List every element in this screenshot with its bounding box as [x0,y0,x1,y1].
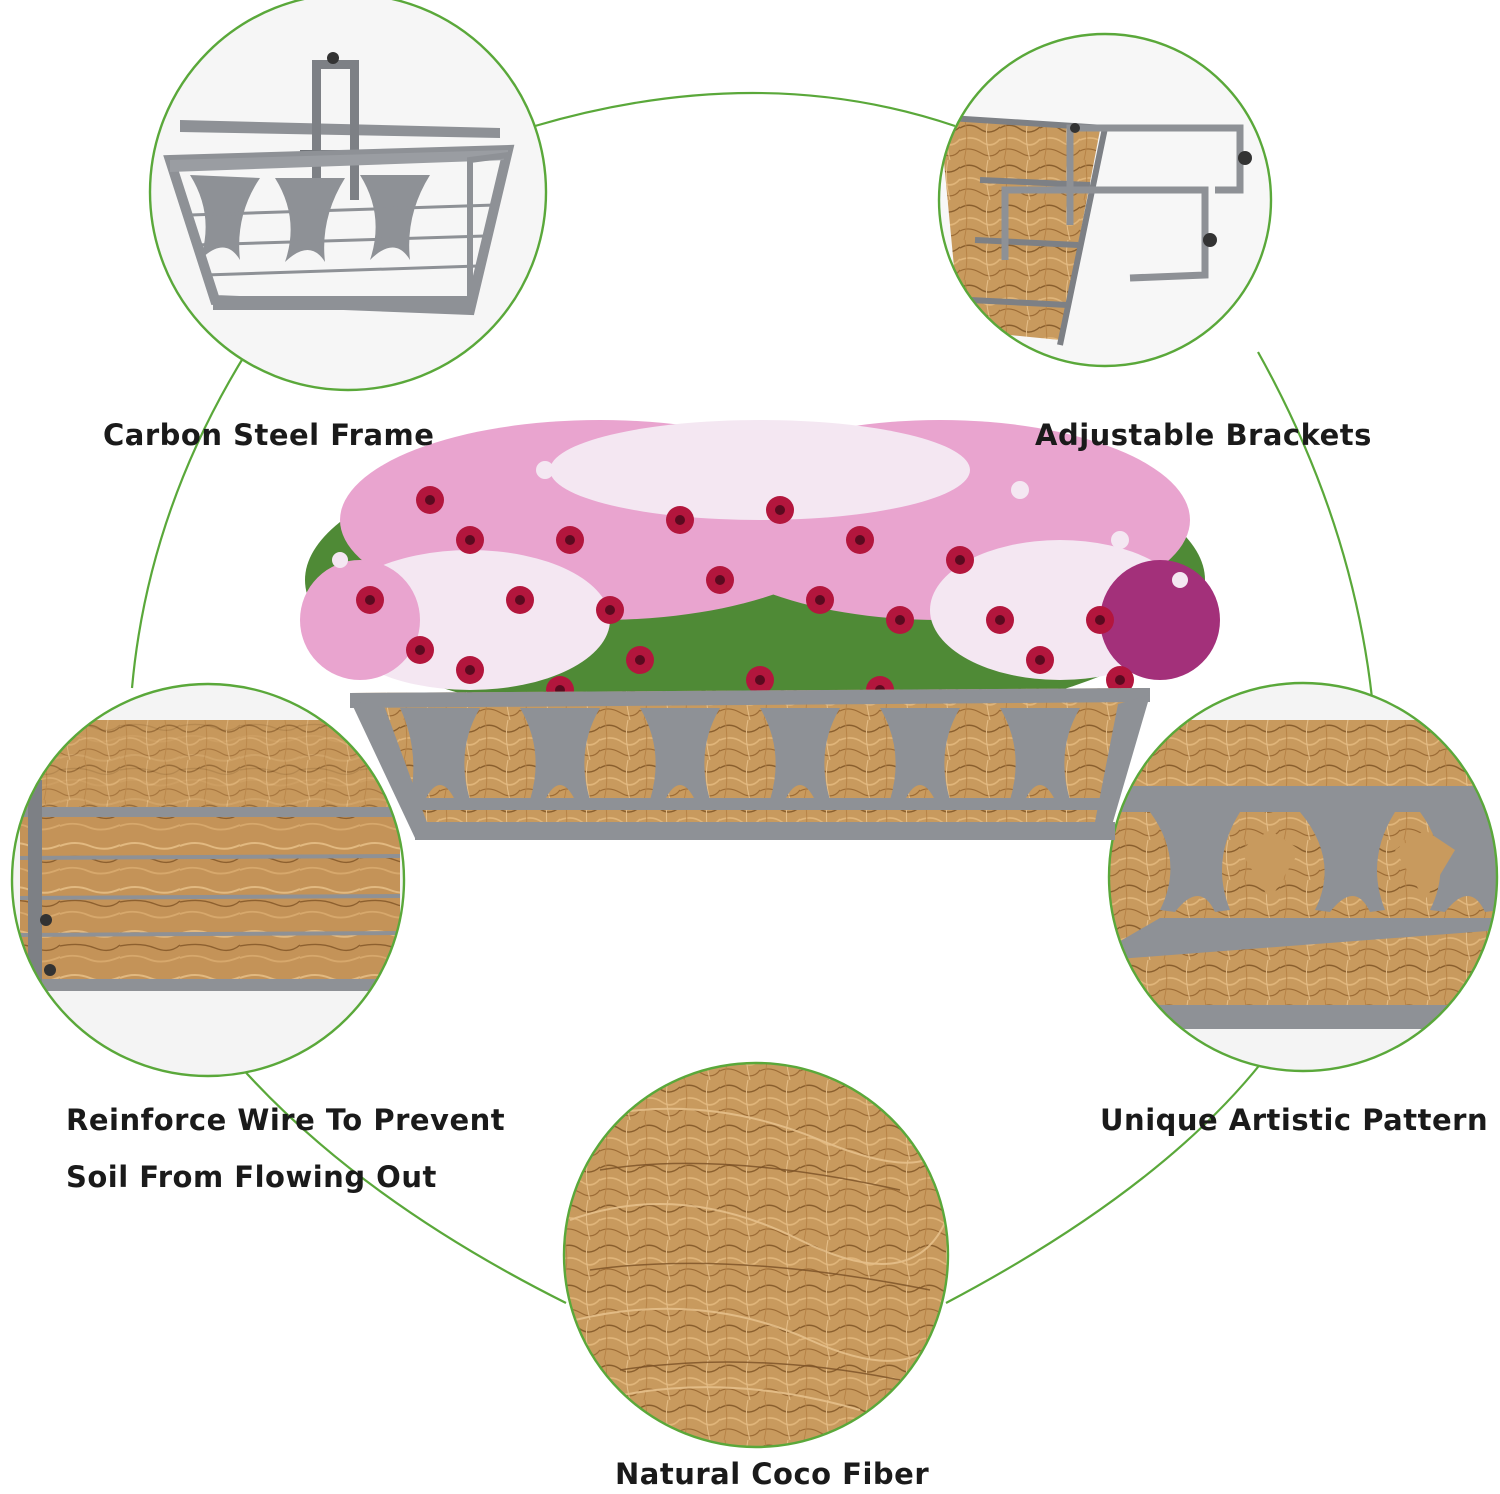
frame-detail-photo [148,0,548,392]
connector-lines [130,91,1374,1304]
label-reinforce-wire: Reinforce Wire To Prevent Soil From Flow… [66,1106,505,1192]
pattern-detail-photo [1107,681,1499,1073]
label-reinforce-wire-line1: Reinforce Wire To Prevent [66,1103,506,1137]
planter-box [350,688,1150,840]
label-reinforce-wire-line2: Soil From Flowing Out [66,1160,437,1194]
label-adjustable-brackets: Adjustable Brackets [1035,418,1372,452]
planter-photo [300,420,1220,840]
flower-bed [300,420,1220,734]
fiber-detail-photo [562,1061,950,1449]
label-natural-coco-fiber: Natural Coco Fiber [615,1457,930,1491]
wire-detail-photo [10,682,406,1078]
label-unique-artistic-pattern: Unique Artistic Pattern [1100,1103,1489,1137]
brackets-detail-photo [937,32,1273,368]
label-carbon-steel-frame: Carbon Steel Frame [103,418,435,452]
